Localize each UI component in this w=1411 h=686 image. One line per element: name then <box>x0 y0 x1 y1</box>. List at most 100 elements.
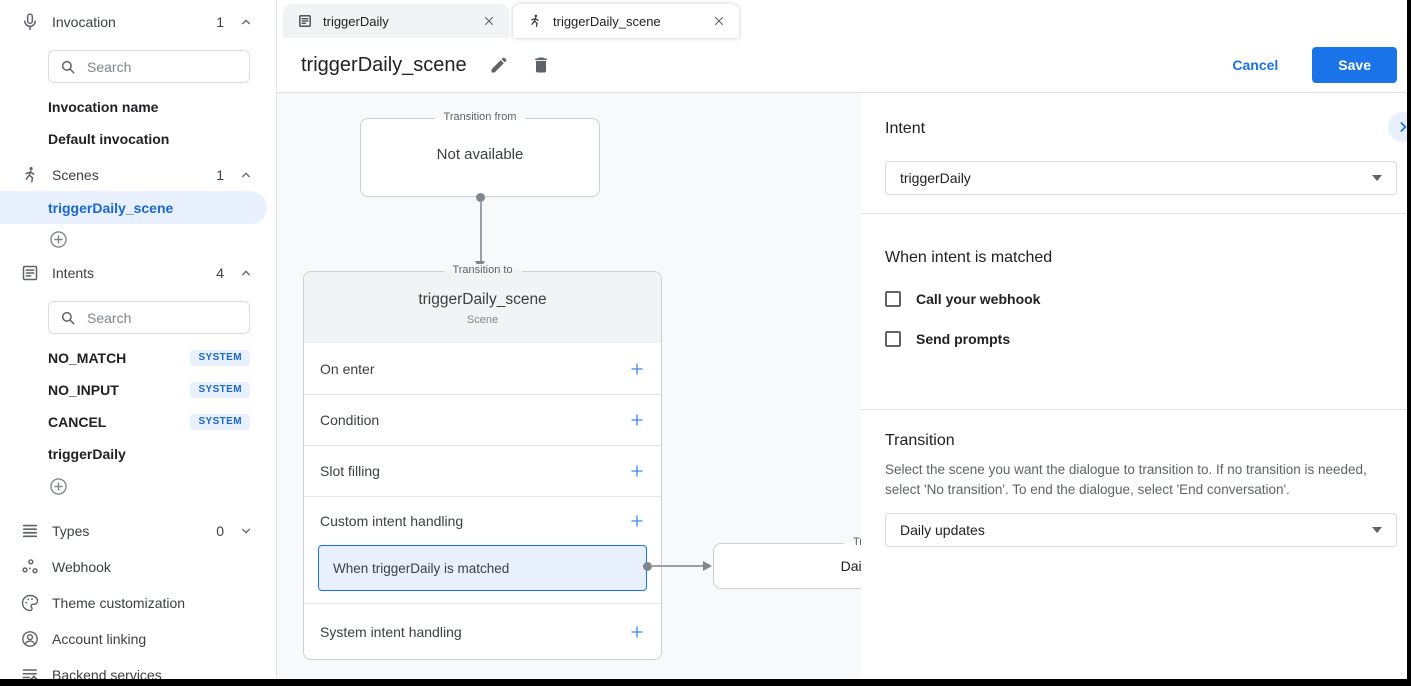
sidebar-item-backend-services[interactable]: Backend services <box>0 663 276 679</box>
sidebar-item-default-invocation[interactable]: Default invocation <box>0 123 276 155</box>
scene-row-system-intent-handling[interactable]: System intent handling <box>304 603 661 659</box>
transition-description: Select the scene you want the dialogue t… <box>885 462 1367 497</box>
row-label: On enter <box>320 360 375 377</box>
sidebar-section-scenes[interactable]: Scenes 1 <box>0 163 276 187</box>
system-badge: SYSTEM <box>190 350 250 366</box>
sidebar-item-invocation-name[interactable]: Invocation name <box>0 91 276 123</box>
add-icon[interactable] <box>629 513 645 529</box>
menu-lines-icon <box>20 521 40 541</box>
intent-select-value: triggerDaily <box>900 170 971 186</box>
checkbox-send-prompts[interactable] <box>885 331 901 347</box>
add-icon[interactable] <box>629 463 645 479</box>
cancel-button[interactable]: Cancel <box>1220 49 1290 81</box>
dropdown-arrow-icon <box>1372 175 1382 181</box>
flow-arrow-down <box>475 193 485 271</box>
intents-search-input[interactable] <box>87 309 239 326</box>
item-label: triggerDaily <box>48 446 126 462</box>
transition-heading: Transition <box>885 432 955 449</box>
item-label: NO_INPUT <box>48 382 119 398</box>
add-icon[interactable] <box>629 624 645 640</box>
content-area: Transition from Not available Transition… <box>277 93 1411 679</box>
sidebar-item-webhook[interactable]: Webhook <box>0 555 276 579</box>
scene-row-condition[interactable]: Condition <box>304 394 661 445</box>
card-legend: Transition to <box>843 536 861 548</box>
article-icon <box>297 13 313 29</box>
scene-row-custom-intent-handling[interactable]: Custom intent handling <box>304 497 661 545</box>
tab-triggerdaily[interactable]: triggerDaily <box>283 4 509 38</box>
scene-row-slot-filling[interactable]: Slot filling <box>304 445 661 496</box>
system-badge: SYSTEM <box>190 414 250 430</box>
webhook-icon <box>20 557 40 577</box>
sidebar-section-types[interactable]: Types 0 <box>0 519 276 543</box>
scene-card-title: triggerDaily_scene <box>418 291 547 308</box>
sidebar: Invocation 1 Invocation name Default inv… <box>0 0 277 679</box>
sidebar-item-no-input[interactable]: NO_INPUT SYSTEM <box>0 374 276 406</box>
intent-select[interactable]: triggerDaily <box>885 161 1397 195</box>
microphone-icon <box>20 12 40 32</box>
collapse-panel-button[interactable] <box>1388 112 1411 142</box>
section-label: Invocation <box>52 14 116 30</box>
edit-pencil-icon[interactable] <box>489 55 509 75</box>
item-label: Backend services <box>52 667 162 679</box>
scene-row-on-enter[interactable]: On enter <box>304 343 661 394</box>
account-circle-icon <box>20 629 40 649</box>
sidebar-item-account-linking[interactable]: Account linking <box>0 627 276 651</box>
row-label: System intent handling <box>320 623 462 640</box>
sidebar-section-intents[interactable]: Intents 4 <box>0 261 276 285</box>
row-label: Condition <box>320 412 380 428</box>
add-intent-button[interactable] <box>0 475 276 497</box>
item-label: Webhook <box>52 559 111 575</box>
sidebar-item-theme-customization[interactable]: Theme customization <box>0 591 276 615</box>
sidebar-item-cancel[interactable]: CANCEL SYSTEM <box>0 406 276 438</box>
scene-run-icon <box>527 13 543 29</box>
sidebar-section-invocation[interactable]: Invocation 1 <box>0 10 276 34</box>
intent-handler-when-triggerdaily-matched[interactable]: When triggerDaily is matched <box>318 545 647 591</box>
row-label: Slot filling <box>320 463 380 479</box>
transition-select[interactable]: Daily updates <box>885 513 1397 547</box>
section-count: 4 <box>216 265 224 281</box>
dropdown-arrow-icon <box>1372 527 1382 533</box>
checkbox-label: Send prompts <box>916 331 1011 347</box>
transition-to-card[interactable]: Transition to Daily updates <box>713 536 861 589</box>
main-area: triggerDaily triggerDaily_scene <box>277 0 1411 679</box>
delete-trash-icon[interactable] <box>531 55 551 75</box>
screen-edge-right <box>1407 0 1411 686</box>
chevron-up-icon <box>238 265 254 281</box>
chevron-up-icon <box>238 14 254 30</box>
sidebar-item-no-match[interactable]: NO_MATCH SYSTEM <box>0 342 276 374</box>
item-label: Default invocation <box>48 131 170 147</box>
row-label: Custom intent handling <box>320 513 464 529</box>
checkbox-label: Call your webhook <box>916 291 1041 307</box>
transition-from-value: Not available <box>436 146 524 163</box>
scene-flow-canvas[interactable]: Transition from Not available Transition… <box>277 93 861 679</box>
sidebar-item-triggerdaily-scene[interactable]: triggerDaily_scene <box>0 191 267 224</box>
add-scene-button[interactable] <box>0 228 276 250</box>
scene-card: Transition to triggerDaily_scene Scene O… <box>303 264 662 660</box>
panel-section-transition: Transition Select the scene you want the… <box>861 410 1411 547</box>
call-webhook-option[interactable]: Call your webhook <box>885 291 1397 307</box>
flow-arrow-right <box>643 560 713 571</box>
tab-triggerdaily-scene[interactable]: triggerDaily_scene <box>513 4 739 38</box>
scene-card-header: triggerDaily_scene Scene <box>304 272 661 343</box>
title-bar: triggerDaily_scene Cancel Save <box>277 38 1411 93</box>
editor-tab-bar: triggerDaily triggerDaily_scene <box>277 0 1411 38</box>
chevron-up-icon <box>238 167 254 183</box>
scene-run-icon <box>20 165 40 185</box>
invocation-search-input[interactable] <box>87 58 239 75</box>
checkbox-call-webhook[interactable] <box>885 291 901 307</box>
tab-label: triggerDaily_scene <box>553 13 661 29</box>
palette-icon <box>20 593 40 613</box>
transition-select-value: Daily updates <box>900 522 985 538</box>
screen-edge-bottom <box>0 679 1411 686</box>
tab-label: triggerDaily <box>323 13 389 29</box>
save-button[interactable]: Save <box>1312 47 1397 83</box>
close-icon[interactable] <box>713 15 725 27</box>
scene-card-subtitle: Scene <box>466 314 499 326</box>
close-icon[interactable] <box>483 15 495 27</box>
add-icon[interactable] <box>629 412 645 428</box>
handler-label: When triggerDaily is matched <box>333 560 510 576</box>
sidebar-item-triggerdaily[interactable]: triggerDaily <box>0 438 276 470</box>
add-icon[interactable] <box>629 361 645 377</box>
send-prompts-option[interactable]: Send prompts <box>885 331 1397 347</box>
